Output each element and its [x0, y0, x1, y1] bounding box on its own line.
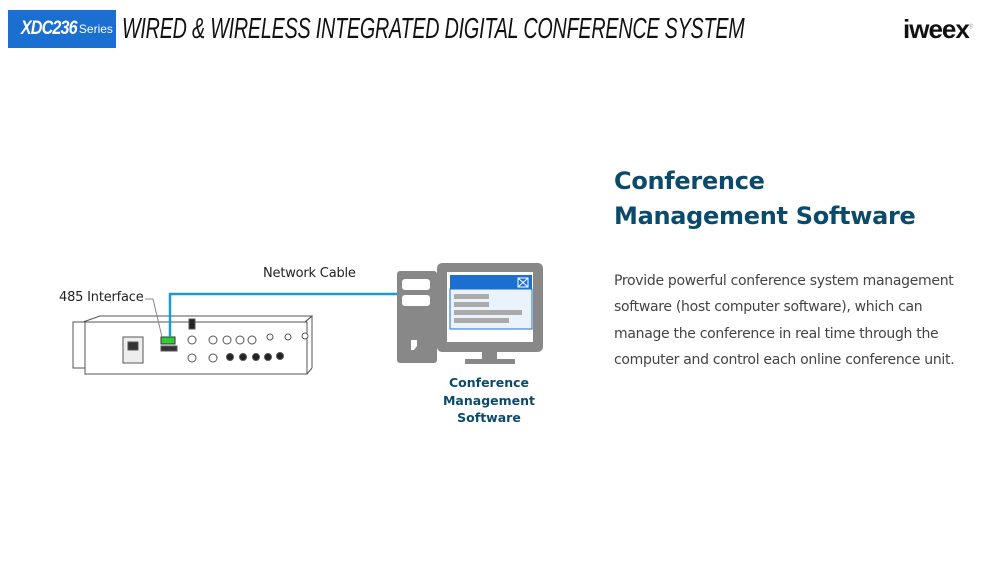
series-badge: XDC236 Series [8, 10, 116, 48]
model-name: XDC236 [20, 18, 78, 39]
interface-label: 485 Interface [59, 290, 144, 305]
heading-line-1: Conference [614, 167, 765, 195]
leader-line [152, 298, 163, 338]
conference-host-device [72, 315, 314, 375]
computer-icon [397, 263, 543, 364]
section-description: Provide powerful conference system manag… [614, 273, 955, 368]
caption-line: Software [457, 410, 521, 425]
caption-line: Conference [448, 375, 529, 390]
cable-label: Network Cable [263, 266, 356, 281]
section-heading: Conference Management Software [614, 164, 916, 234]
heading-line-2: Management Software [614, 202, 916, 230]
brand-logo: iweex® [903, 14, 973, 44]
series-label: Series [78, 22, 113, 36]
network-cable [168, 292, 398, 337]
caption-line: Management [442, 392, 535, 408]
page-title: WIRED & WIRELESS INTEGRATED DIGITAL CONF… [122, 13, 745, 45]
computer-caption: Conference Management Software [430, 374, 548, 427]
